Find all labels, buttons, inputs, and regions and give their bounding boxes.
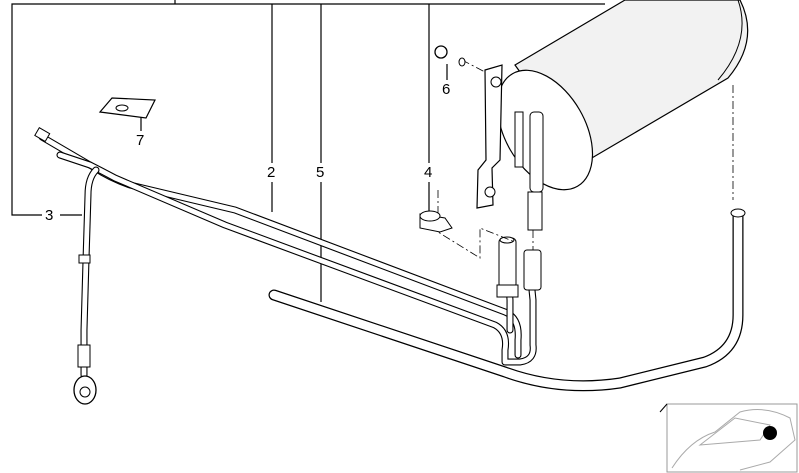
connectors (496, 191, 543, 298)
small-parts (98, 45, 466, 233)
part-label-5: 5 (315, 164, 326, 181)
part-label-6: 6 (441, 81, 452, 98)
vehicle-location-inset (659, 403, 798, 473)
part-label-4: 4 (423, 164, 434, 181)
part-label-3: 3 (44, 207, 55, 224)
part-label-2: 2 (266, 164, 277, 181)
fuel-line-3 (73, 166, 100, 405)
charcoal-canister (496, 0, 749, 200)
location-marker (763, 426, 777, 440)
hose-5 (268, 208, 746, 392)
bracket (437, 59, 516, 259)
part-label-7: 7 (135, 132, 146, 149)
